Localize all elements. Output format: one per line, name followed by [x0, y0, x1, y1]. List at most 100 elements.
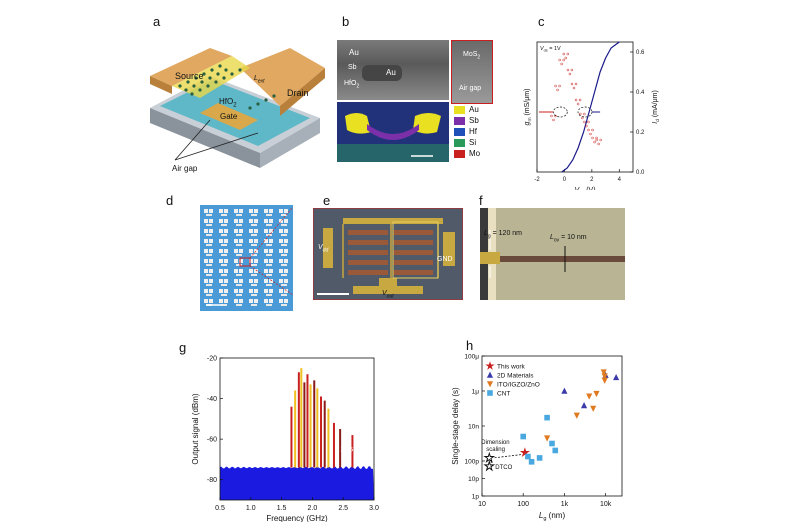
data-point-triangle-down [601, 377, 608, 384]
device-pad [284, 259, 288, 263]
device-pad [236, 294, 242, 296]
zoom-line [249, 265, 293, 296]
device-pad [206, 244, 212, 246]
legend-label: ITO/IGZO/ZnO [497, 382, 540, 389]
device-pad [249, 249, 253, 253]
device-pad [239, 299, 243, 303]
gm-point [550, 114, 553, 118]
gm-point [554, 84, 557, 88]
device-pad [284, 269, 288, 273]
x-tick-label: 10 [478, 501, 486, 508]
gm-point [552, 118, 555, 122]
panel-e-vout-label: Vout [382, 290, 394, 300]
device-pad [266, 254, 272, 256]
data-point-triangle-down [600, 369, 607, 376]
device-pad [224, 269, 228, 273]
panel-e-letter: e [323, 193, 331, 208]
zoom-line [249, 206, 293, 259]
device-pad [279, 269, 283, 273]
legend-item-au: Au [454, 104, 480, 115]
panel-b-sb-label: Sb [348, 64, 357, 71]
device-pad [239, 239, 243, 243]
device-pad [209, 269, 213, 273]
y-left-axis-label: gm (mS/μm) [524, 89, 533, 126]
device-pad [224, 289, 228, 293]
panel-b-hfo2-label: HfO2 [344, 80, 360, 90]
gm-point [554, 114, 557, 118]
device-pad [206, 264, 212, 266]
device-pad [224, 299, 228, 303]
device-pad [219, 209, 223, 213]
x-tick-label: 100 [517, 501, 529, 508]
device-pad [251, 214, 257, 216]
gm-point [564, 56, 568, 60]
panel-e-circuit-image [313, 208, 463, 300]
device-pad [281, 214, 287, 216]
device-pad [279, 229, 283, 233]
device-pad [279, 239, 283, 243]
device-pad [239, 229, 243, 233]
legend-label: Hf [469, 127, 477, 136]
gm-point [560, 62, 563, 66]
device-pad [266, 224, 272, 226]
panel-a-lext-label: Lext [254, 75, 265, 85]
device-pad [264, 269, 268, 273]
x-tick-label: -2 [534, 177, 540, 183]
device-pad [266, 244, 272, 246]
data-point-square [552, 447, 559, 454]
x-tick-label: 0.5 [215, 505, 225, 512]
device-pad [221, 284, 227, 286]
gm-point [589, 132, 592, 136]
device-pad [281, 244, 287, 246]
device-pad [219, 279, 223, 283]
device-pad [251, 264, 257, 266]
device-pad [249, 299, 253, 303]
device-pad [249, 229, 253, 233]
device-pad [254, 289, 258, 293]
device-pad [269, 269, 273, 273]
data-point-star [519, 447, 530, 457]
device-pad [269, 289, 273, 293]
device-pad [279, 289, 283, 293]
plot-frame [219, 357, 375, 501]
device-pad [269, 299, 273, 303]
device-pad [224, 279, 228, 283]
panel-a-device-illustration [150, 48, 325, 168]
panel-a-gate-label: Gate [220, 112, 238, 121]
device-pad [206, 294, 212, 296]
device-pad [221, 224, 227, 226]
device-pad [239, 259, 243, 263]
device-pad [224, 229, 228, 233]
device-pad [249, 269, 253, 273]
device-pad [219, 259, 223, 263]
panel-b-mos2-label: MoS2 [463, 51, 481, 61]
device-pad [236, 234, 242, 236]
gm-point [583, 112, 586, 116]
device-pad [251, 254, 257, 256]
legend-label: This work [497, 364, 526, 371]
device-pad [266, 264, 272, 266]
y-tick-label: 1p [472, 494, 480, 501]
device-pad [281, 284, 287, 286]
device-pad [204, 289, 208, 293]
gm-point [558, 58, 561, 62]
gm-point [579, 112, 582, 116]
device-pad [269, 209, 273, 213]
gm-point [568, 72, 572, 76]
device-pad [249, 289, 253, 293]
data-point-square [549, 440, 555, 447]
device-pad [204, 239, 208, 243]
legend-swatch [454, 105, 465, 114]
device-pad [206, 214, 212, 216]
legend-label: 2D Materials [497, 373, 534, 380]
device-pad [209, 229, 213, 233]
device-pad [204, 249, 208, 253]
x-axis-label: Vgs (V) [574, 187, 595, 190]
y-right-tick-label: 0.4 [636, 90, 645, 96]
panel-a-letter: a [153, 14, 161, 29]
panel-f-letter: f [479, 193, 483, 208]
x-tick-label: 10k [600, 501, 612, 508]
y-tick-label: -60 [207, 437, 217, 444]
device-pad [221, 254, 227, 256]
device-pad [204, 279, 208, 283]
